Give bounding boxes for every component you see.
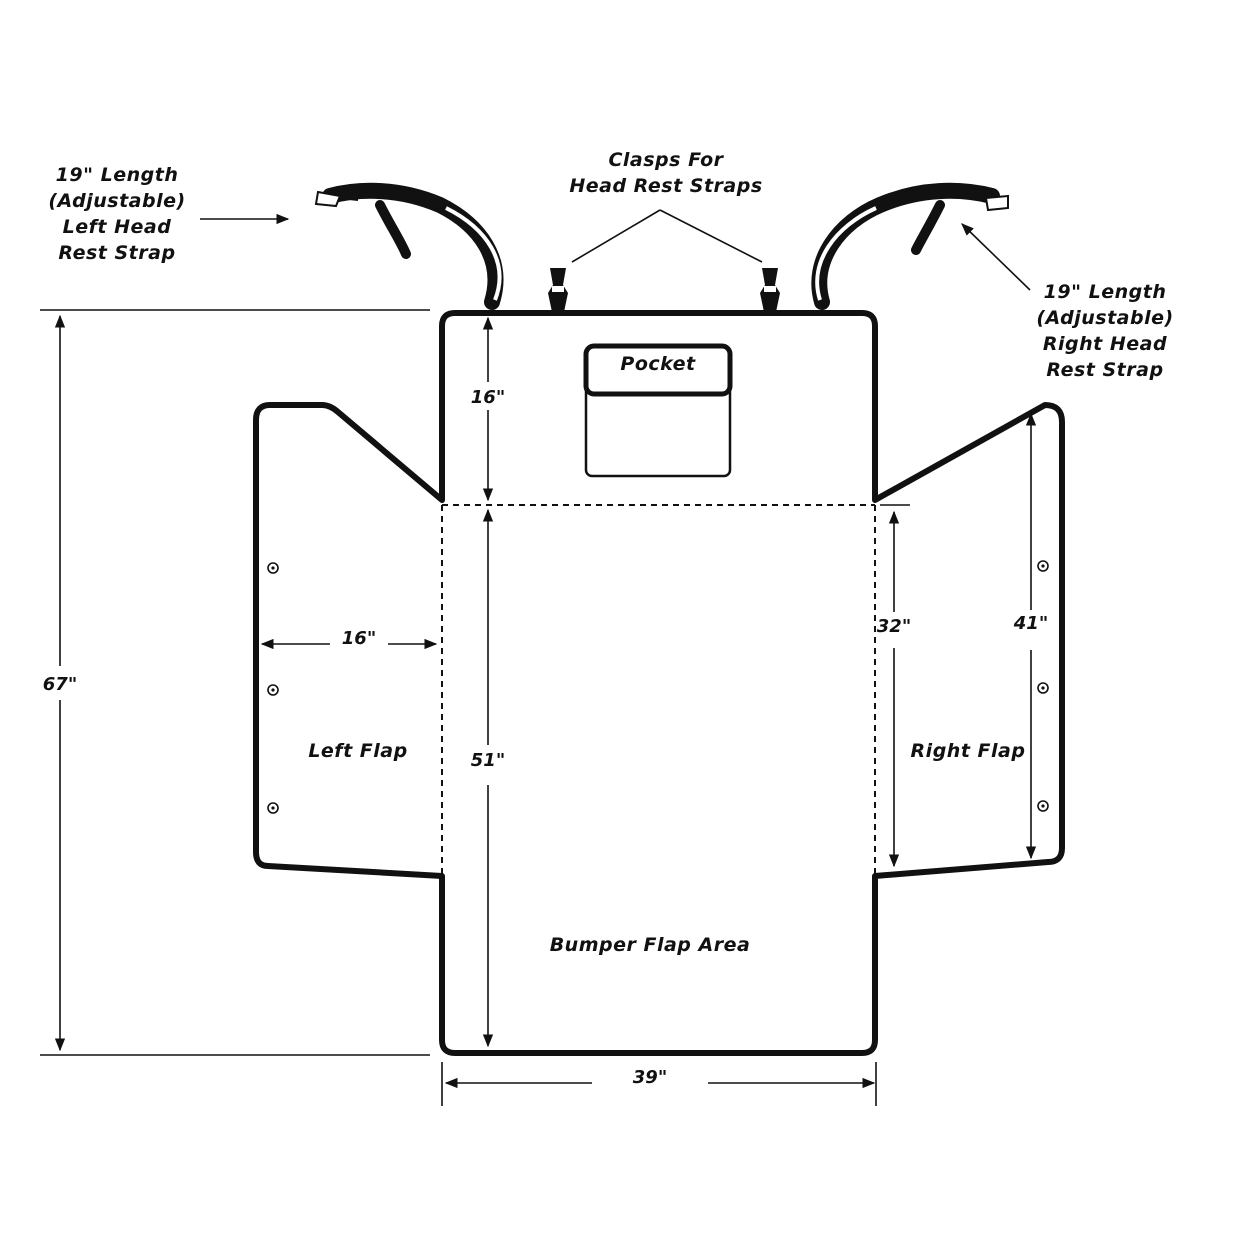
svg-text:19" Length: 19" Length xyxy=(1044,281,1167,303)
liner-outline xyxy=(253,310,1065,1056)
svg-text:(Adjustable): (Adjustable) xyxy=(48,190,185,212)
right-strap-label: 19" Length (Adjustable) Right Head Rest … xyxy=(1036,281,1173,381)
dim-width: 39" xyxy=(633,1067,667,1088)
bumper-flap-label: Bumper Flap Area xyxy=(550,934,751,956)
svg-text:Right Head: Right Head xyxy=(1043,333,1167,355)
right-head-rest-strap xyxy=(811,182,1009,310)
svg-text:Clasps For: Clasps For xyxy=(608,149,724,171)
svg-text:19" Length: 19" Length xyxy=(56,164,179,186)
dim-top-section: 16" xyxy=(471,387,505,408)
dim-flap-outer-height: 41" xyxy=(1013,613,1048,634)
dim-total-length: 67" xyxy=(43,674,77,695)
right-strap-pointer xyxy=(961,223,1031,291)
clasp-pointer-right xyxy=(659,209,763,263)
right-clasp xyxy=(760,268,780,312)
pocket-label: Pocket xyxy=(620,353,696,375)
pocket xyxy=(583,343,733,478)
clasps-label: Clasps For Head Rest Straps xyxy=(569,149,762,197)
svg-text:Head Rest Straps: Head Rest Straps xyxy=(569,175,762,197)
left-strap-label: 19" Length (Adjustable) Left Head Rest S… xyxy=(48,164,185,264)
clasp-pointer-left xyxy=(571,209,661,263)
svg-text:(Adjustable): (Adjustable) xyxy=(1036,307,1173,329)
svg-text:Rest Strap: Rest Strap xyxy=(58,242,175,264)
svg-text:Rest Strap: Rest Strap xyxy=(1046,359,1163,381)
dim-flap-inner-height: 32" xyxy=(877,616,911,637)
dim-main-section: 51" xyxy=(471,750,505,771)
left-head-rest-strap xyxy=(314,182,504,310)
left-flap-label: Left Flap xyxy=(308,740,407,762)
svg-text:Left Head: Left Head xyxy=(63,216,172,238)
dim-flap-width: 16" xyxy=(342,628,376,649)
snap-buttons xyxy=(267,560,1049,814)
left-clasp xyxy=(548,268,568,312)
right-flap-label: Right Flap xyxy=(911,740,1026,762)
